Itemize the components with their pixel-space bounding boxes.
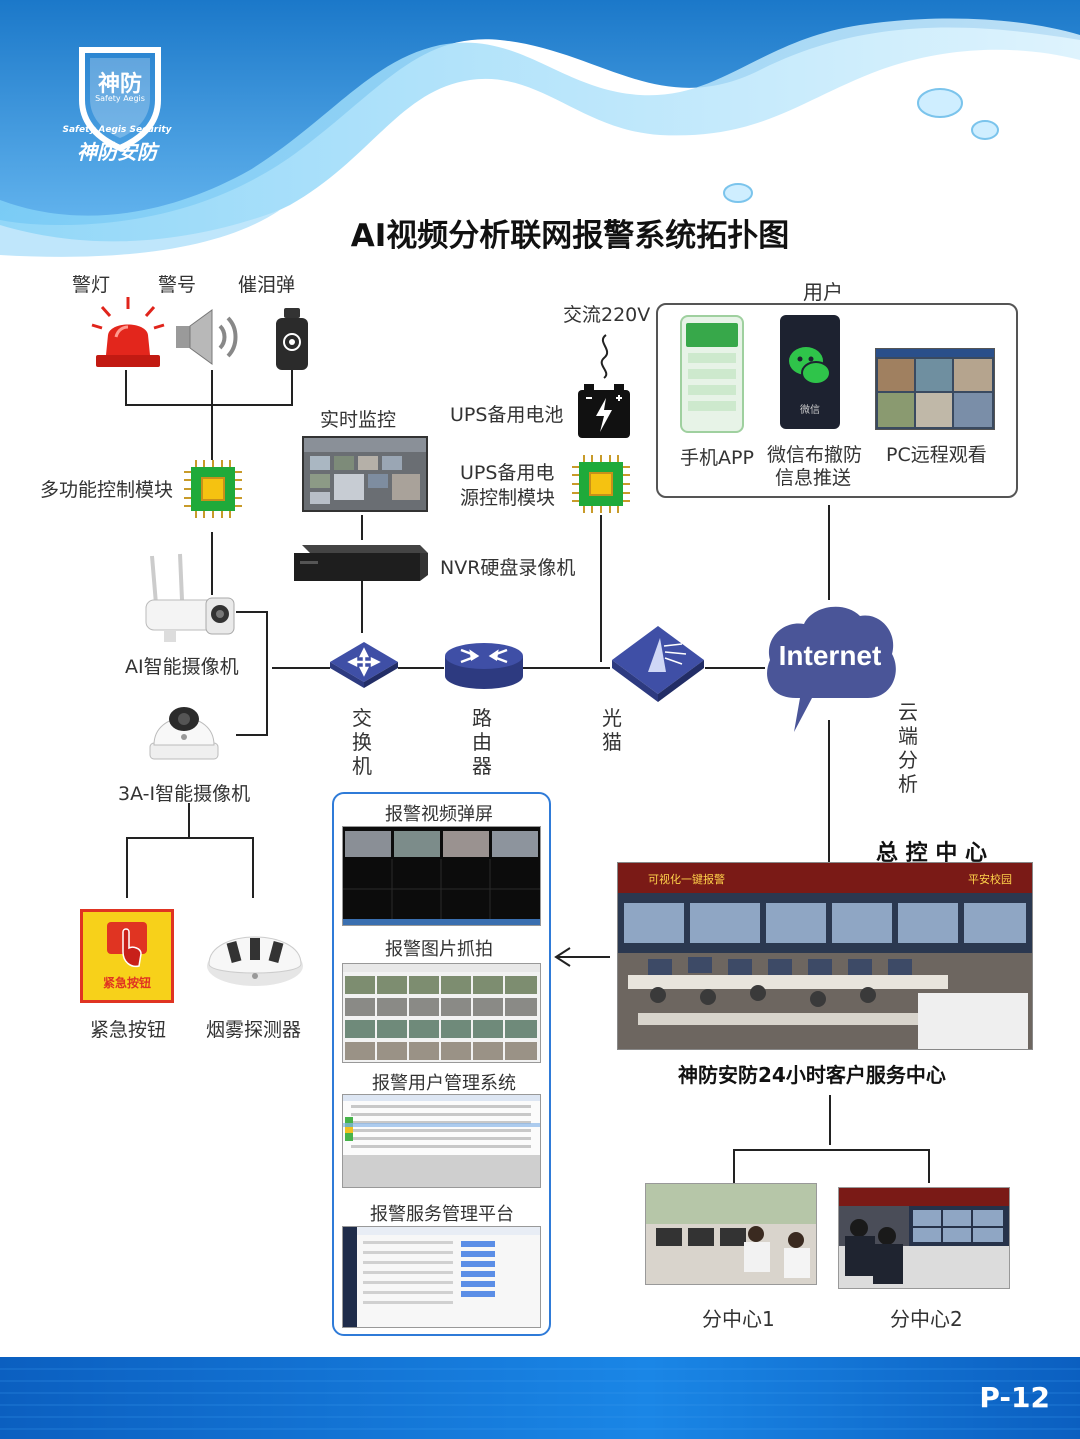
platform-item-2-label: 报警图片抓拍 xyxy=(385,939,493,960)
header-wave xyxy=(0,0,1080,260)
horn-icon xyxy=(172,306,246,368)
mobile-app-label: 手机APP xyxy=(680,447,754,469)
branch-1-label: 分中心1 xyxy=(702,1307,775,1331)
brand-logo: 神防 Safety Aegis xyxy=(60,42,180,162)
service-platform-screen xyxy=(342,1226,541,1328)
mobile-app-screen xyxy=(680,315,744,433)
switch-icon xyxy=(328,638,400,690)
wechat-label-2: 信息推送 xyxy=(775,467,852,489)
emergency-button-label: 紧急按钮 xyxy=(90,1019,167,1041)
horn-label: 警号 xyxy=(158,274,197,296)
internet-cloud-icon: Internet xyxy=(760,598,900,736)
platform-item-3-label: 报警用户管理系统 xyxy=(372,1073,516,1094)
switch-label-1: 交 xyxy=(352,706,372,730)
alarm-snapshot-screen xyxy=(342,963,541,1063)
users-title: 用户 xyxy=(803,280,843,304)
cloud-analysis-label-2: 端 xyxy=(898,724,918,748)
platform-item-1-label: 报警视频弹屏 xyxy=(385,804,493,825)
tear-gas-label: 催泪弹 xyxy=(238,274,296,296)
page-number: P-12 xyxy=(979,1381,1050,1414)
modem-label-1: 光 xyxy=(602,706,622,730)
nvr-label: NVR硬盘录像机 xyxy=(440,557,576,579)
nvr-recorder-icon xyxy=(292,543,430,583)
modem-label-2: 猫 xyxy=(602,730,622,754)
control-center-caption: 神防安防24小时客户服务中心 xyxy=(678,1063,946,1087)
live-monitor-screen xyxy=(302,436,428,512)
wechat-label-1: 微信布撤防 xyxy=(767,444,863,466)
platform-item-4-label: 报警服务管理平台 xyxy=(370,1204,514,1225)
switch-label-3: 机 xyxy=(352,754,372,778)
control-module-chip-icon xyxy=(184,460,242,518)
page-title: AI视频分析联网报警系统拓扑图 xyxy=(350,218,790,254)
warning-light-icon xyxy=(88,295,168,373)
ai-camera-label: AI智能摄像机 xyxy=(125,656,239,678)
ac-power-label: 交流220V xyxy=(563,304,651,326)
emergency-button-icon: 紧急按钮 xyxy=(80,909,174,1003)
shield-text: 神防 xyxy=(97,72,142,97)
dome-camera-icon xyxy=(146,693,222,765)
control-center-title: 总 控 中 心 xyxy=(876,841,987,866)
optical-modem-icon xyxy=(608,622,708,704)
switch-label-2: 换 xyxy=(352,730,372,754)
brand-name-cn: 神防安防 xyxy=(77,140,157,164)
dome-camera-label: 3A-I智能摄像机 xyxy=(118,783,251,805)
shield-icon xyxy=(79,47,161,152)
router-label-2: 由 xyxy=(472,730,492,754)
cloud-analysis-label-3: 分 xyxy=(898,748,918,772)
warning-light-label: 警灯 xyxy=(72,274,111,296)
ups-module-label-1: UPS备用电 xyxy=(460,462,555,484)
pc-remote-label: PC远程观看 xyxy=(886,444,987,466)
ups-module-label-2: 源控制模块 xyxy=(460,487,556,509)
internet-label: Internet xyxy=(778,640,882,671)
wechat-icon xyxy=(789,347,831,385)
ups-module-chip-icon xyxy=(572,455,630,513)
cloud-analysis-label-4: 析 xyxy=(898,772,918,796)
branch-2-label: 分中心2 xyxy=(890,1307,963,1331)
smoke-detector-icon xyxy=(203,918,307,994)
cloud-analysis-label-1: 云 xyxy=(898,700,918,724)
center-banner-left: 可视化一键报警 xyxy=(648,873,725,886)
emergency-button-face-text: 紧急按钮 xyxy=(102,976,151,990)
tear-gas-icon xyxy=(272,306,312,372)
alarm-video-popup-screen xyxy=(342,826,541,926)
control-center-photo: 可视化一键报警 平安校园 xyxy=(617,862,1033,1050)
control-module-label: 多功能控制模块 xyxy=(40,479,174,501)
branch-2-photo xyxy=(838,1187,1010,1289)
footer-bar: P-12 xyxy=(0,1357,1080,1439)
brand-name-en: Safety Aegis Security xyxy=(62,125,172,135)
wechat-screen-text: 微信 xyxy=(800,405,820,416)
user-management-screen xyxy=(342,1094,541,1188)
router-label-3: 器 xyxy=(472,754,492,778)
branch-1-photo xyxy=(645,1183,817,1285)
shield-subtext: Safety Aegis xyxy=(95,94,145,103)
center-banner-right: 平安校园 xyxy=(968,873,1012,886)
smoke-detector-label: 烟雾探测器 xyxy=(206,1019,302,1041)
pc-remote-screen xyxy=(875,348,995,430)
router-icon xyxy=(443,640,525,692)
wechat-phone-screen: 微信 xyxy=(780,315,840,429)
ai-camera-icon xyxy=(134,552,238,644)
battery-icon xyxy=(576,380,632,440)
live-monitor-label: 实时监控 xyxy=(320,409,397,431)
router-label-1: 路 xyxy=(472,706,492,730)
ups-battery-label: UPS备用电池 xyxy=(450,404,564,426)
